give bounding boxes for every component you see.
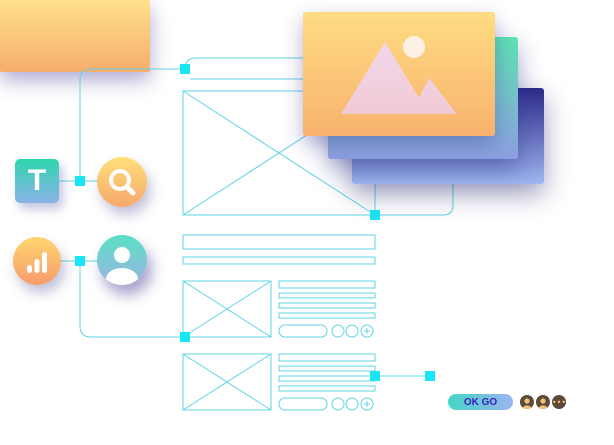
- title-bar: [182, 234, 376, 250]
- node: [75, 256, 85, 266]
- thumb-2: [182, 353, 272, 411]
- subtitle-bar: [182, 256, 376, 265]
- node: [75, 176, 85, 186]
- ok-go-button[interactable]: OK GO: [448, 394, 513, 410]
- node: [370, 210, 380, 220]
- image-card-front[interactable]: [303, 12, 495, 136]
- image-icon: [341, 36, 457, 114]
- search-icon[interactable]: [97, 157, 147, 207]
- magnifier-glyph: [109, 169, 136, 196]
- bars-glyph: [27, 252, 47, 273]
- bar-chart-icon[interactable]: [13, 237, 61, 285]
- connector-middle: [79, 261, 185, 338]
- connector-card: [184, 57, 304, 70]
- text-tool-glyph: T: [27, 164, 47, 197]
- cta-card: [0, 0, 150, 72]
- avatar-icon[interactable]: [536, 395, 550, 409]
- connector-hero: [375, 176, 454, 216]
- ok-go-label: OK GO: [463, 396, 498, 408]
- more-glyph: •••: [551, 397, 567, 407]
- node: [180, 332, 190, 342]
- more-icon[interactable]: •••: [552, 395, 566, 409]
- text-tool-icon[interactable]: T: [15, 159, 59, 203]
- user-icon[interactable]: [97, 235, 147, 285]
- avatar-glyph: [538, 398, 548, 409]
- person-glyph: [106, 247, 138, 285]
- node: [180, 64, 190, 74]
- node: [425, 371, 435, 381]
- connector-top: [79, 68, 185, 181]
- avatar-glyph: [522, 398, 532, 409]
- node: [370, 371, 380, 381]
- thumb-1: [182, 280, 272, 338]
- avatar-icon[interactable]: [520, 395, 534, 409]
